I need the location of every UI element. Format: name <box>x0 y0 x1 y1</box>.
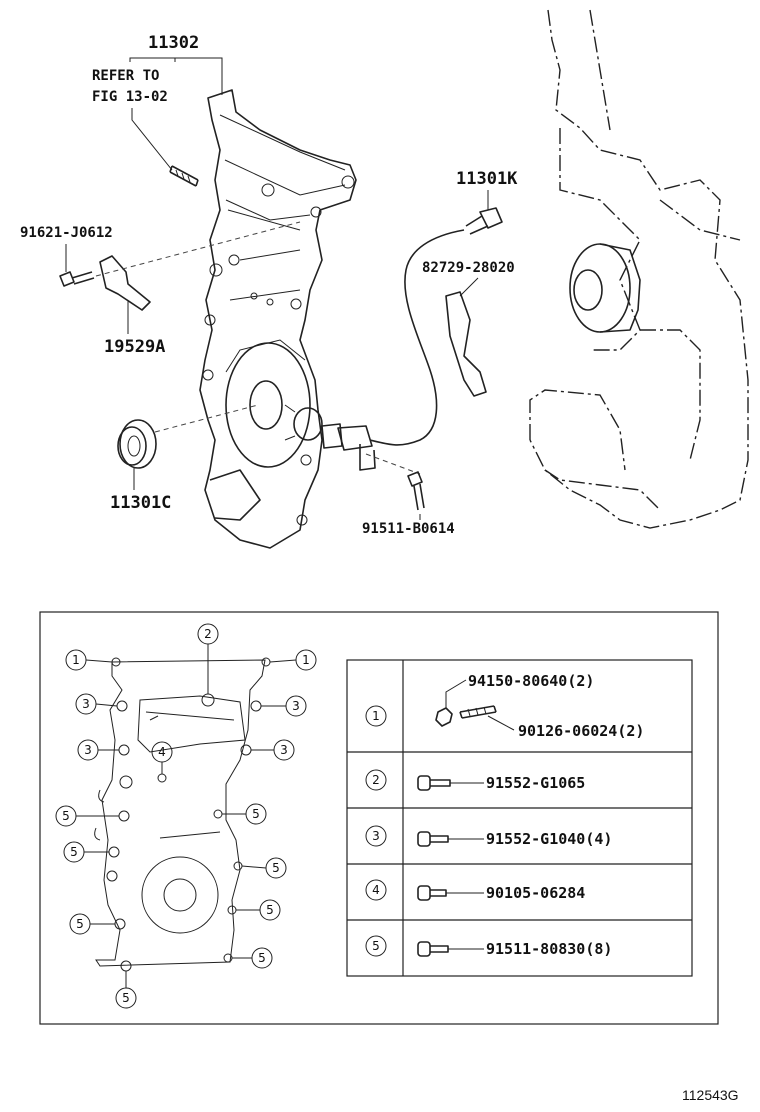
nut-icon <box>435 707 453 727</box>
svg-text:4: 4 <box>372 883 380 897</box>
marker-3-right-upper: 3 <box>261 695 307 717</box>
bolt-icon <box>417 941 449 957</box>
svg-text:5: 5 <box>372 939 380 953</box>
svg-text:3: 3 <box>82 697 90 711</box>
legend-row-1: 1 94150-80640(2) 90126-06024(2) <box>365 672 644 740</box>
svg-text:82729-28020: 82729-28020 <box>422 260 515 276</box>
callout-sensor-clamp: 82729-28020 <box>422 260 515 297</box>
svg-text:1: 1 <box>302 653 310 667</box>
svg-text:94150-80640(2): 94150-80640(2) <box>468 672 594 690</box>
svg-text:3: 3 <box>292 699 300 713</box>
marker-1-left: 1 <box>65 649 113 671</box>
marker-5-c: 5 <box>63 841 109 863</box>
marker-5-h: 5 <box>115 971 137 1009</box>
svg-text:91511-80830(8): 91511-80830(8) <box>486 940 612 958</box>
svg-text:11301K: 11301K <box>456 169 518 189</box>
legend-row-3: 3 91552-G1040(4) <box>365 825 612 848</box>
bolt-map-markers: 1 1 2 3 3 3 3 4 5 5 5 5 5 5 5 5 <box>55 623 317 1009</box>
svg-text:3: 3 <box>372 829 380 843</box>
engine-block-outline <box>529 9 749 529</box>
marker-1-right: 1 <box>269 649 317 671</box>
callout-cover: 11302 <box>129 33 223 95</box>
marker-5-f: 5 <box>69 913 115 935</box>
marker-4: 4 <box>151 741 173 774</box>
oil-seal-drawing <box>117 404 259 469</box>
stud-icon <box>459 705 497 719</box>
sensor-assembly-drawing <box>321 207 503 511</box>
timing-cover-drawing <box>199 89 357 549</box>
svg-text:5: 5 <box>258 951 266 965</box>
svg-text:11301C: 11301C <box>110 493 171 513</box>
svg-text:90105-06284: 90105-06284 <box>486 884 585 902</box>
svg-text:19529A: 19529A <box>104 337 165 357</box>
svg-text:5: 5 <box>266 903 274 917</box>
svg-text:2: 2 <box>372 773 380 787</box>
legend-row-4: 4 90105-06284 <box>365 879 585 902</box>
svg-text:5: 5 <box>122 991 130 1005</box>
svg-text:FIG 13-02: FIG 13-02 <box>92 89 168 105</box>
svg-text:4: 4 <box>158 745 166 759</box>
bolt-legend-table: 1 94150-80640(2) 90126-06024(2) 2 91552-… <box>346 659 693 977</box>
bolt-map-outline <box>94 659 266 967</box>
marker-5-a: 5 <box>55 805 119 827</box>
marker-5-d: 5 <box>241 857 287 879</box>
marker-5-b: 5 <box>222 803 267 825</box>
callout-sensor-bolt: 91511-B0614 <box>362 514 455 537</box>
marker-5-e: 5 <box>236 899 281 921</box>
svg-text:90126-06024(2): 90126-06024(2) <box>518 722 644 740</box>
callout-seal: 11301C <box>110 468 171 513</box>
svg-text:1: 1 <box>372 709 380 723</box>
bolt-icon <box>417 775 451 791</box>
marker-3-right-lower: 3 <box>251 739 295 761</box>
svg-text:5: 5 <box>252 807 260 821</box>
bolt-icon <box>417 831 449 847</box>
svg-text:3: 3 <box>84 743 92 757</box>
svg-text:91552-G1065: 91552-G1065 <box>486 774 585 792</box>
legend-row-2: 2 91552-G1065 <box>365 769 585 792</box>
svg-text:1: 1 <box>72 653 80 667</box>
svg-text:3: 3 <box>280 743 288 757</box>
callout-bracket: 19529A <box>104 300 165 357</box>
svg-text:91552-G1040(4): 91552-G1040(4) <box>486 830 612 848</box>
bolt-location-panel <box>39 611 719 1025</box>
legend-row-5: 5 91511-80830(8) <box>365 935 612 958</box>
marker-5-g: 5 <box>232 947 273 969</box>
svg-text:2: 2 <box>204 627 212 641</box>
callout-sensor-connector: 11301K <box>456 169 518 210</box>
svg-text:5: 5 <box>70 845 78 859</box>
svg-text:REFER TO: REFER TO <box>92 68 159 84</box>
marker-2: 2 <box>197 623 219 694</box>
svg-text:91511-B0614: 91511-B0614 <box>362 521 455 537</box>
svg-text:5: 5 <box>272 861 280 875</box>
stud-bolt-drawing <box>169 165 199 187</box>
svg-text:91621-J0612: 91621-J0612 <box>20 225 113 241</box>
bracket-and-bolt-drawing <box>59 221 301 311</box>
callout-bolt-left: 91621-J0612 <box>20 225 113 272</box>
callout-refer-to: REFER TO FIG 13-02 <box>92 68 173 171</box>
svg-text:5: 5 <box>62 809 70 823</box>
figure-id: 112543G <box>682 1087 739 1103</box>
marker-3-left-lower: 3 <box>77 739 119 761</box>
svg-text:5: 5 <box>76 917 84 931</box>
svg-text:11302: 11302 <box>148 33 199 53</box>
marker-3-left-upper: 3 <box>75 693 118 715</box>
bolt-icon <box>417 885 447 901</box>
